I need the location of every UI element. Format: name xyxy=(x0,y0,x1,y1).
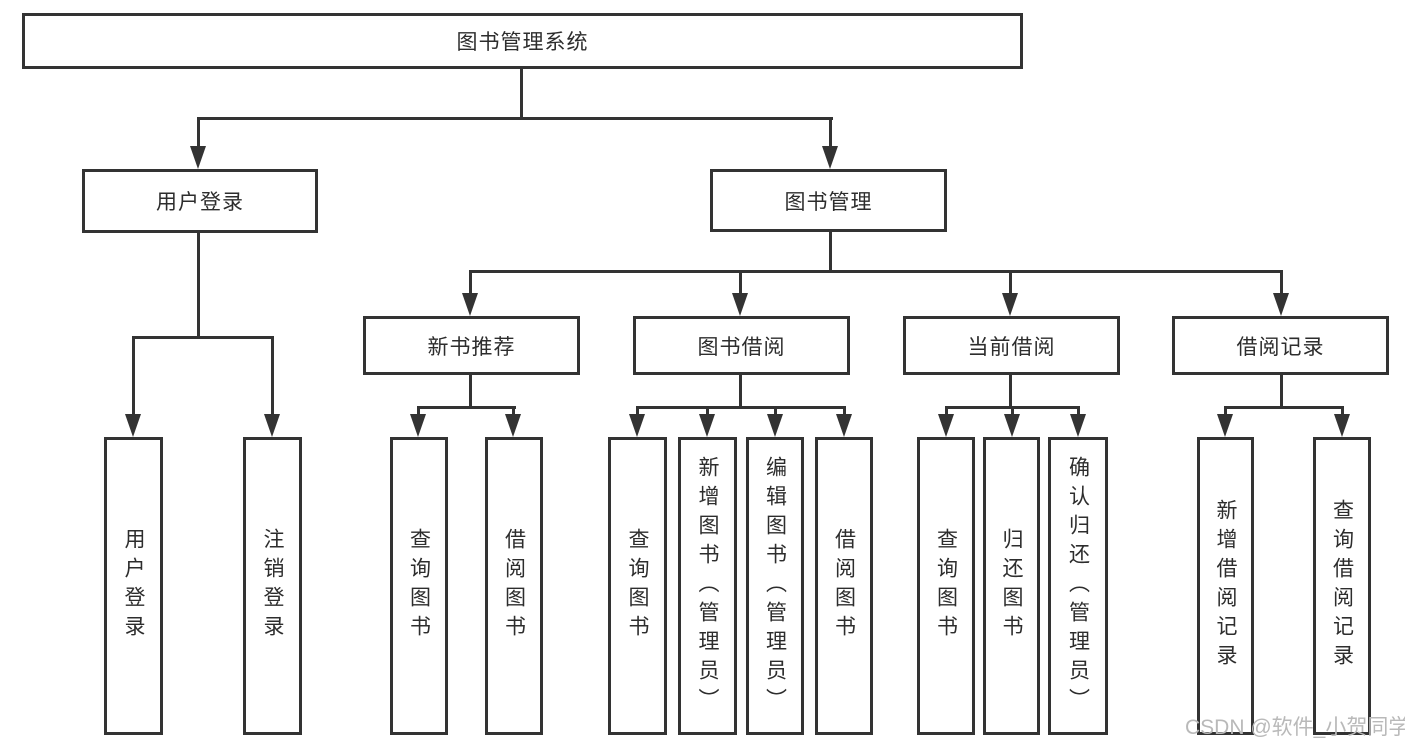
arrow-down-leaf-logout xyxy=(264,414,280,437)
connector-shaft-leaf-borrow-books-recommend xyxy=(512,406,515,418)
arrow-down-leaf-confirm-return-admin xyxy=(1070,414,1086,437)
leaf-add-books-admin: 新增图书（管理员） xyxy=(678,437,737,735)
connector-shaft-book-management xyxy=(829,117,832,149)
node-new-book-recommend-label: 新书推荐 xyxy=(427,335,516,359)
node-library-management-system: 图书管理系统 xyxy=(22,13,1023,69)
node-book-management-label: 图书管理 xyxy=(784,190,873,214)
connector-book-borrowing-stem xyxy=(739,374,742,409)
connector-book-borrowing-branch xyxy=(636,406,846,409)
leaf-edit-books-admin-label: 编辑图书（管理员） xyxy=(763,455,787,717)
connector-borrowing-records-stem xyxy=(1280,374,1283,409)
connector-level3-branch xyxy=(469,270,1283,273)
node-borrowing-records-label: 借阅记录 xyxy=(1236,335,1325,359)
arrow-down-book-management xyxy=(822,146,838,169)
connector-shaft-user-login xyxy=(197,117,200,149)
connector-new-book-recommend-branch xyxy=(417,406,516,409)
arrow-down-borrowing-records xyxy=(1273,293,1289,316)
leaf-borrow-books-borrowing: 借阅图书 xyxy=(815,437,873,735)
connector-book-management-stem xyxy=(829,231,832,273)
connector-shaft-leaf-add-borrow-record xyxy=(1224,406,1227,418)
connector-borrowing-records-branch xyxy=(1224,406,1344,409)
leaf-borrow-books-borrowing-label: 借阅图书 xyxy=(832,528,856,644)
connector-shaft-book-borrowing xyxy=(739,270,742,296)
leaf-borrow-books-recommend: 借阅图书 xyxy=(485,437,543,735)
leaf-user-login-label: 用户登录 xyxy=(122,528,145,644)
arrow-down-leaf-query-borrow-record xyxy=(1334,414,1350,437)
node-current-borrowing: 当前借阅 xyxy=(903,316,1120,375)
connector-shaft-leaf-query-books-borrowing xyxy=(636,406,639,418)
leaf-query-books-recommend: 查询图书 xyxy=(390,437,448,735)
connector-user-login-branch xyxy=(132,336,274,339)
connector-shaft-leaf-add-books-admin xyxy=(706,406,709,418)
node-current-borrowing-label: 当前借阅 xyxy=(967,335,1056,359)
arrow-down-leaf-edit-books-admin xyxy=(767,414,783,437)
leaf-borrow-books-recommend-label: 借阅图书 xyxy=(502,528,526,644)
leaf-add-books-admin-label: 新增图书（管理员） xyxy=(696,455,719,717)
connector-current-borrowing-stem xyxy=(1009,374,1012,409)
node-book-management: 图书管理 xyxy=(710,169,947,232)
leaf-logout-label: 注销登录 xyxy=(261,528,284,644)
connector-level1-branch xyxy=(197,117,833,120)
connector-shaft-leaf-query-books-current xyxy=(945,406,948,418)
csdn-watermark: CSDN @软件_小贺同学 xyxy=(1185,716,1405,739)
node-library-management-system-label: 图书管理系统 xyxy=(456,31,589,54)
leaf-query-borrow-record-label: 查询借阅记录 xyxy=(1330,499,1354,673)
connector-shaft-leaf-user-login xyxy=(132,336,135,416)
node-user-login: 用户登录 xyxy=(82,169,318,233)
leaf-return-books: 归还图书 xyxy=(983,437,1040,735)
connector-shaft-leaf-logout xyxy=(271,336,274,416)
leaf-query-books-current-label: 查询图书 xyxy=(934,528,958,644)
connector-shaft-current-borrowing xyxy=(1009,270,1012,296)
leaf-confirm-return-admin: 确认归还（管理员） xyxy=(1048,437,1108,735)
arrow-down-leaf-return-books xyxy=(1004,414,1020,437)
leaf-query-books-current: 查询图书 xyxy=(917,437,975,735)
connector-shaft-borrowing-records xyxy=(1280,270,1283,296)
leaf-query-books-recommend-label: 查询图书 xyxy=(407,528,431,644)
leaf-add-borrow-record-label: 新增借阅记录 xyxy=(1214,499,1237,673)
connector-root-stem xyxy=(520,68,523,119)
arrow-down-new-book-recommend xyxy=(462,293,478,316)
leaf-logout: 注销登录 xyxy=(243,437,302,735)
arrow-down-user-login xyxy=(190,146,206,169)
leaf-return-books-label: 归还图书 xyxy=(1000,528,1023,644)
arrow-down-leaf-query-books-borrowing xyxy=(629,414,645,437)
node-book-borrowing-label: 图书借阅 xyxy=(697,335,786,359)
node-book-borrowing: 图书借阅 xyxy=(633,316,850,375)
leaf-query-books-borrowing: 查询图书 xyxy=(608,437,667,735)
connector-shaft-leaf-return-books xyxy=(1011,406,1014,418)
leaf-query-books-borrowing-label: 查询图书 xyxy=(626,528,649,644)
leaf-confirm-return-admin-label: 确认归还（管理员） xyxy=(1066,455,1090,717)
connector-shaft-leaf-query-borrow-record xyxy=(1341,406,1344,418)
arrow-down-leaf-user-login xyxy=(125,414,141,437)
node-new-book-recommend: 新书推荐 xyxy=(363,316,580,375)
arrow-down-leaf-query-books-current xyxy=(938,414,954,437)
arrow-down-leaf-query-books-recommend xyxy=(410,414,426,437)
connector-shaft-leaf-query-books-recommend xyxy=(417,406,420,418)
connector-shaft-new-book-recommend xyxy=(469,270,472,296)
leaf-add-borrow-record: 新增借阅记录 xyxy=(1197,437,1254,735)
node-user-login-label: 用户登录 xyxy=(156,191,244,214)
leaf-edit-books-admin: 编辑图书（管理员） xyxy=(746,437,804,735)
leaf-query-borrow-record: 查询借阅记录 xyxy=(1313,437,1371,735)
arrow-down-current-borrowing xyxy=(1002,293,1018,316)
arrow-down-leaf-add-books-admin xyxy=(699,414,715,437)
arrow-down-book-borrowing xyxy=(732,293,748,316)
connector-shaft-leaf-edit-books-admin xyxy=(774,406,777,418)
connector-new-book-recommend-stem xyxy=(469,374,472,409)
leaf-user-login: 用户登录 xyxy=(104,437,163,735)
connector-shaft-leaf-confirm-return-admin xyxy=(1077,406,1080,418)
node-borrowing-records: 借阅记录 xyxy=(1172,316,1389,375)
arrow-down-leaf-borrow-books-recommend xyxy=(505,414,521,437)
connector-user-login-stem xyxy=(197,232,200,339)
arrow-down-leaf-borrow-books-borrowing xyxy=(836,414,852,437)
arrow-down-leaf-add-borrow-record xyxy=(1217,414,1233,437)
connector-shaft-leaf-borrow-books-borrowing xyxy=(843,406,846,418)
